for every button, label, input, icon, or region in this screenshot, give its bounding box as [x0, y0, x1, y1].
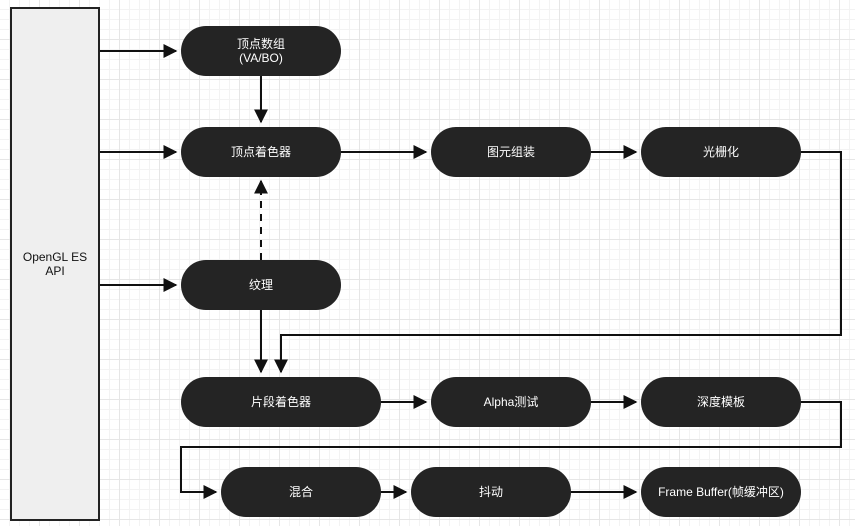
- node-vertex-shader: 顶点着色器: [181, 127, 341, 177]
- node-alpha-test: Alpha测试: [431, 377, 591, 427]
- edge-depth-stencil-to-blending: [180, 401, 842, 499]
- node-vertex-array: 顶点数组 (VA/BO): [181, 26, 341, 76]
- node-texture: 纹理: [181, 260, 341, 310]
- node-rasterization: 光栅化: [641, 127, 801, 177]
- node-depth-stencil: 深度模板: [641, 377, 801, 427]
- edge-rasterization-to-fragment-shader: [274, 151, 842, 374]
- node-primitive-assembly: 图元组装: [431, 127, 591, 177]
- node-frame-buffer: Frame Buffer(帧缓冲区): [641, 467, 801, 517]
- opengl-es-api-box: OpenGL ES API: [10, 7, 100, 521]
- node-blending: 混合: [221, 467, 381, 517]
- node-dithering: 抖动: [411, 467, 571, 517]
- node-fragment-shader: 片段着色器: [181, 377, 381, 427]
